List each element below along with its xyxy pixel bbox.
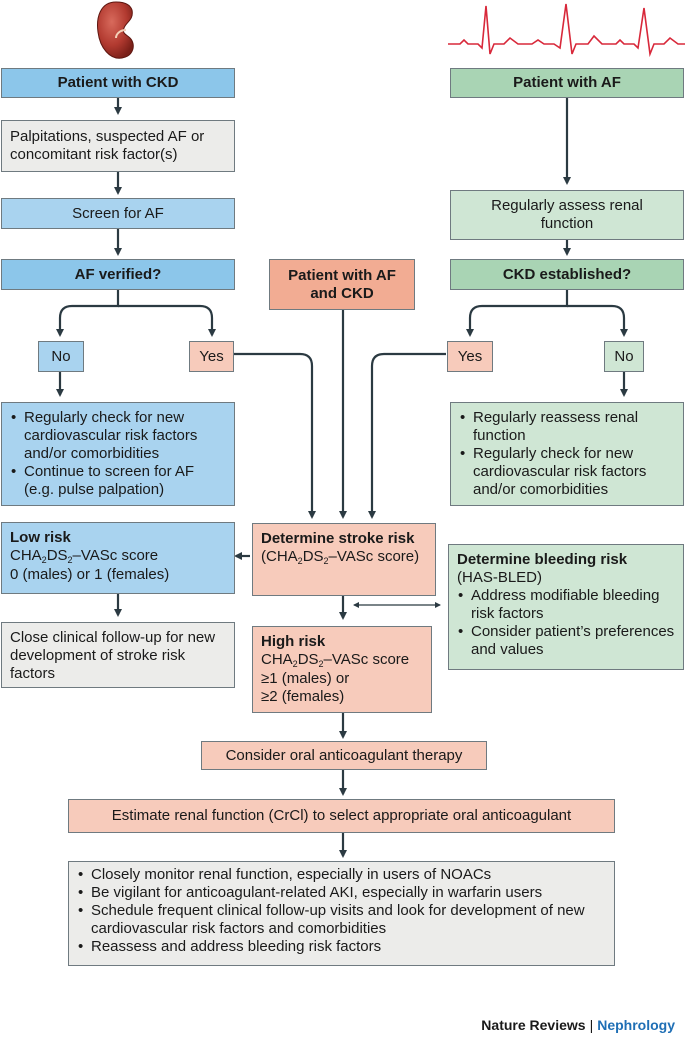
low-risk-box: Low risk CHA2DS2–VASc score 0 (males) or… [1, 522, 235, 594]
list-item: Closely monitor renal function, especial… [77, 866, 606, 884]
right-no-outcome: Regularly reassess renal function Regula… [450, 402, 684, 506]
publisher-name: Nature Reviews [481, 1017, 586, 1033]
ckd-header: Patient with CKD [1, 68, 235, 98]
low-risk-score: CHA2DS2–VASc score [10, 547, 159, 565]
list-item: Regularly reassess renal function [459, 409, 675, 445]
list-item: Regularly check for new cardiovascular r… [459, 445, 675, 499]
low-risk-value: 0 (males) or 1 (females) [10, 566, 170, 583]
ckd-established-box: CKD established? [450, 259, 684, 290]
af-ckd-box: Patient with AF and CKD [269, 259, 415, 310]
low-risk-title: Low risk [10, 529, 71, 546]
right-no-box: No [604, 341, 644, 372]
list-item: Continue to screen for AF (e.g. pulse pa… [10, 463, 226, 499]
list-item: Be vigilant for anticoagulant-related AK… [77, 884, 606, 902]
stroke-risk-title: Determine stroke risk [261, 530, 415, 547]
right-yes-box: Yes [447, 341, 493, 372]
separator: | [589, 1017, 594, 1033]
ecg-icon [448, 3, 685, 58]
consider-oac-box: Consider oral anticoagulant therapy [201, 741, 487, 770]
left-no-box: No [38, 341, 84, 372]
screen-af-box: Screen for AF [1, 198, 235, 229]
bleeding-risk-box: Determine bleeding risk (HAS-BLED) Addre… [448, 544, 684, 670]
left-no-outcome: Regularly check for new cardiovascular r… [1, 402, 235, 506]
estimate-renal-box: Estimate renal function (CrCl) to select… [68, 799, 615, 833]
af-header: Patient with AF [450, 68, 684, 98]
left-yes-box: Yes [189, 341, 234, 372]
list-item: Consider patient’s preferences and value… [457, 623, 675, 659]
stroke-risk-score: (CHA2DS2–VASc score) [261, 548, 420, 566]
bleeding-risk-title: Determine bleeding risk [457, 551, 628, 568]
palpitations-box: Palpitations, suspected AF or concomitan… [1, 120, 235, 172]
final-actions-box: Closely monitor renal function, especial… [68, 861, 615, 966]
high-risk-box: High risk CHA2DS2–VASc score ≥1 (males) … [252, 626, 432, 713]
close-followup-box: Close clinical follow-up for new develop… [1, 622, 235, 688]
journal-name: Nephrology [597, 1017, 675, 1033]
list-item: Reassess and address bleeding risk facto… [77, 938, 606, 956]
high-risk-score: CHA2DS2–VASc score [261, 651, 410, 669]
list-item: Schedule frequent clinical follow-up vis… [77, 902, 606, 938]
high-risk-line1: ≥1 (males) or [261, 670, 350, 687]
list-item: Regularly check for new cardiovascular r… [10, 409, 226, 463]
high-risk-title: High risk [261, 633, 326, 650]
journal-credit: Nature Reviews|Nephrology [481, 1017, 675, 1033]
kidney-icon [97, 1, 134, 59]
af-verified-box: AF verified? [1, 259, 235, 290]
list-item: Address modifiable bleeding risk factors [457, 587, 675, 623]
bleeding-risk-sub: (HAS-BLED) [457, 569, 543, 586]
high-risk-line2: ≥2 (females) [261, 688, 345, 705]
stroke-risk-box: Determine stroke risk (CHA2DS2–VASc scor… [252, 523, 436, 596]
regular-assess-box: Regularly assess renal function [450, 190, 684, 240]
